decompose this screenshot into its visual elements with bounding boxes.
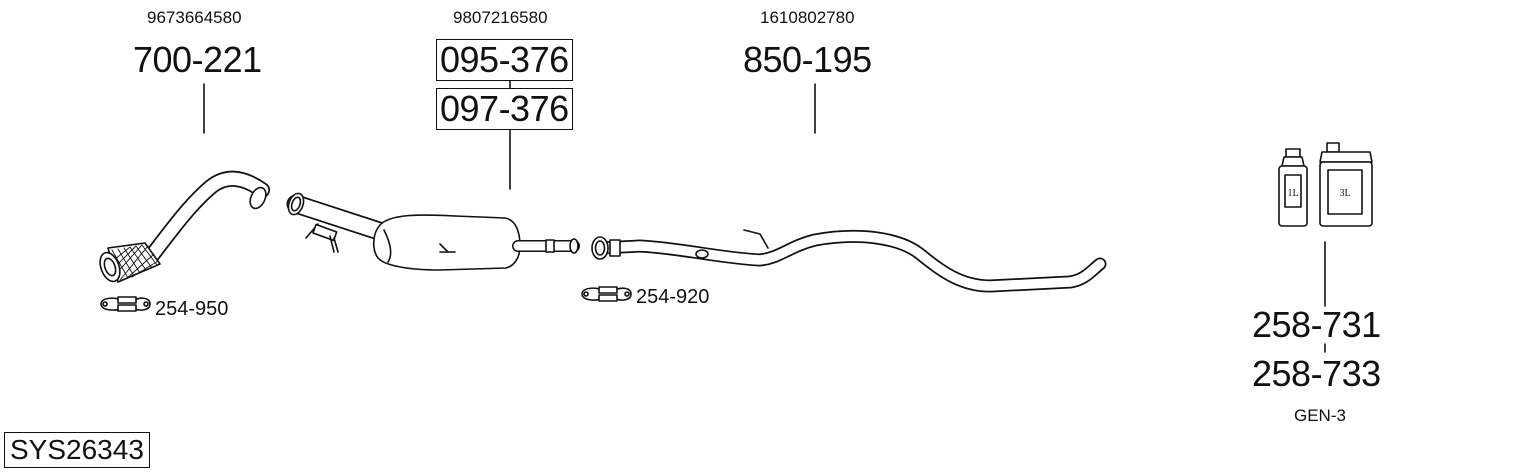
rear-pipe-drawing[interactable] bbox=[591, 229, 1107, 293]
front-pipe-with-flex-drawing[interactable] bbox=[96, 170, 270, 284]
catalyst-assembly-drawing[interactable] bbox=[286, 191, 580, 271]
fluid-part-number-a[interactable]: 258-731 bbox=[1252, 304, 1381, 345]
mid-clamp-part-number[interactable]: 254-920 bbox=[636, 286, 710, 308]
front-clamp-part-number[interactable]: 254-950 bbox=[155, 298, 229, 320]
fluid-variant-label: GEN-3 bbox=[1294, 406, 1346, 425]
front-pipe-part-number[interactable]: 700-221 bbox=[133, 39, 262, 80]
fluid-bottle-1l-label: 1L bbox=[1287, 188, 1298, 199]
mid-clamp-icon[interactable] bbox=[581, 286, 632, 302]
fluid-canister-3l-label: 3L bbox=[1339, 188, 1350, 199]
rear-pipe-part-number[interactable]: 850-195 bbox=[743, 39, 872, 80]
front-clamp-icon[interactable] bbox=[100, 296, 151, 312]
front-pipe-oem-number: 9673664580 bbox=[147, 8, 242, 27]
fluid-bottle-1l-icon[interactable]: 1L bbox=[1278, 148, 1308, 227]
rear-pipe-oem-number: 1610802780 bbox=[760, 8, 855, 27]
catalyst-part-number-a[interactable]: 095-376 bbox=[436, 39, 573, 81]
fluid-canister-3l-icon[interactable]: 3L bbox=[1319, 142, 1373, 227]
catalyst-part-number-b[interactable]: 097-376 bbox=[436, 88, 573, 130]
fluid-part-number-b[interactable]: 258-733 bbox=[1252, 353, 1381, 394]
system-id-box: SYS26343 bbox=[4, 432, 150, 468]
catalyst-oem-number: 9807216580 bbox=[453, 8, 548, 27]
